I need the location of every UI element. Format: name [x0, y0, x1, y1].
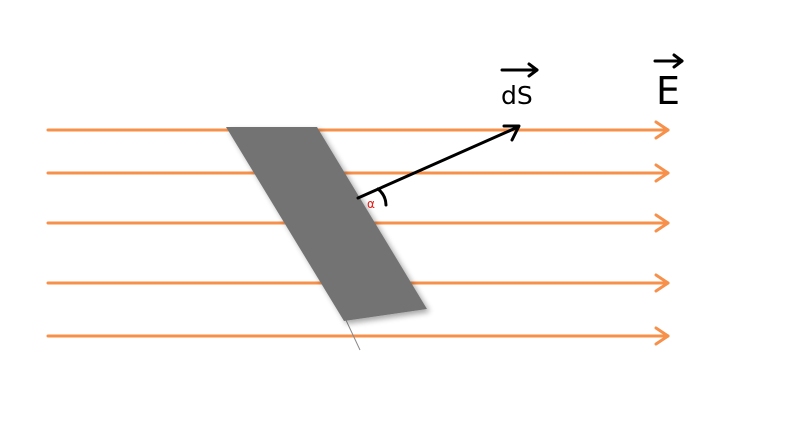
e-label-arrow — [653, 53, 684, 69]
field-line-2 — [46, 163, 670, 183]
field-line-5 — [46, 326, 670, 346]
ds-label: dS — [501, 81, 533, 110]
surface-plate — [226, 127, 427, 321]
angle-label: α — [367, 197, 375, 211]
ds-label-arrow — [500, 62, 539, 78]
e-label: E — [656, 69, 680, 113]
field-line-1 — [46, 120, 670, 140]
angle-arc — [376, 187, 388, 207]
surface-edge-tail — [344, 317, 361, 351]
ds-vector — [356, 124, 521, 200]
